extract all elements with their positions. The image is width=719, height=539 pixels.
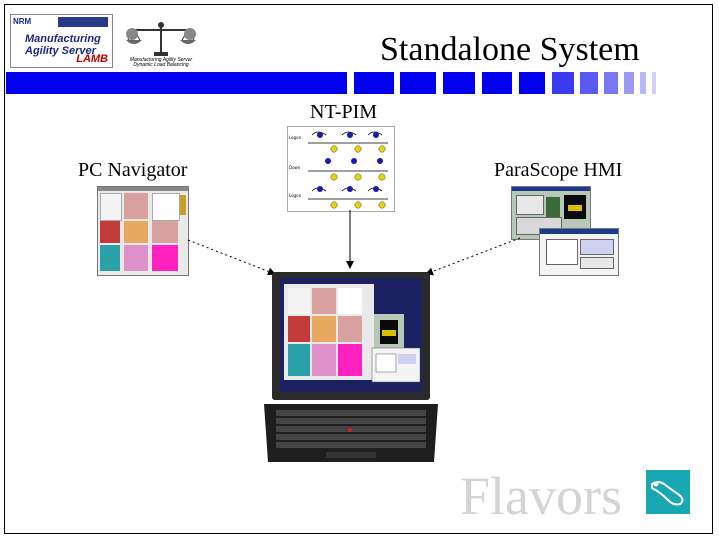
pim-row-label: Logon	[289, 193, 302, 198]
slide-title: Standalone System	[380, 31, 640, 68]
pim-row-label: Down	[289, 165, 301, 170]
pc-navigator-screenshot	[97, 186, 189, 276]
flavors-icon	[646, 470, 690, 514]
scales-icon	[126, 22, 196, 56]
accent-square	[519, 72, 545, 94]
accent-square	[640, 72, 646, 94]
flavors-watermark: Flavors	[460, 466, 622, 526]
accent-square	[604, 72, 618, 94]
rockwell-badge	[58, 17, 108, 27]
accent-square	[580, 72, 598, 94]
accent-square	[482, 72, 512, 94]
lamb-logo-text: LAMB	[76, 53, 108, 65]
header-accent-bar	[6, 72, 347, 94]
accent-square	[652, 72, 656, 94]
manufacturing-agility-server-logo: NRM Manufacturing Agility Server LAMB	[10, 14, 113, 68]
laptop-illustration	[262, 272, 440, 468]
accent-square	[354, 72, 394, 94]
parascope-hmi-label: ParaScope HMI	[494, 159, 623, 181]
logo-line-2: Agility Server	[25, 45, 96, 57]
slide-frame	[4, 4, 713, 534]
nt-pim-label: NT-PIM	[310, 101, 378, 123]
nrm-logo-text: NRM	[13, 17, 32, 26]
pim-row-label: Logon	[289, 135, 302, 140]
parascope-hmi-second-window	[539, 228, 619, 276]
dynamic-load-balancing-logo: Manufacturing Agility Server Dynamic Loa…	[120, 20, 202, 72]
accent-square	[400, 72, 436, 94]
accent-square	[443, 72, 475, 94]
nt-pim-screenshot: Logon Down Logon	[287, 126, 395, 212]
accent-square	[624, 72, 634, 94]
logo-title: Manufacturing Agility Server	[25, 33, 101, 57]
accent-square	[552, 72, 574, 94]
logo-line-1: Manufacturing	[25, 33, 101, 45]
pc-navigator-label: PC Navigator	[78, 159, 188, 181]
logo-caption: Manufacturing Agility Server Dynamic Loa…	[129, 57, 193, 68]
